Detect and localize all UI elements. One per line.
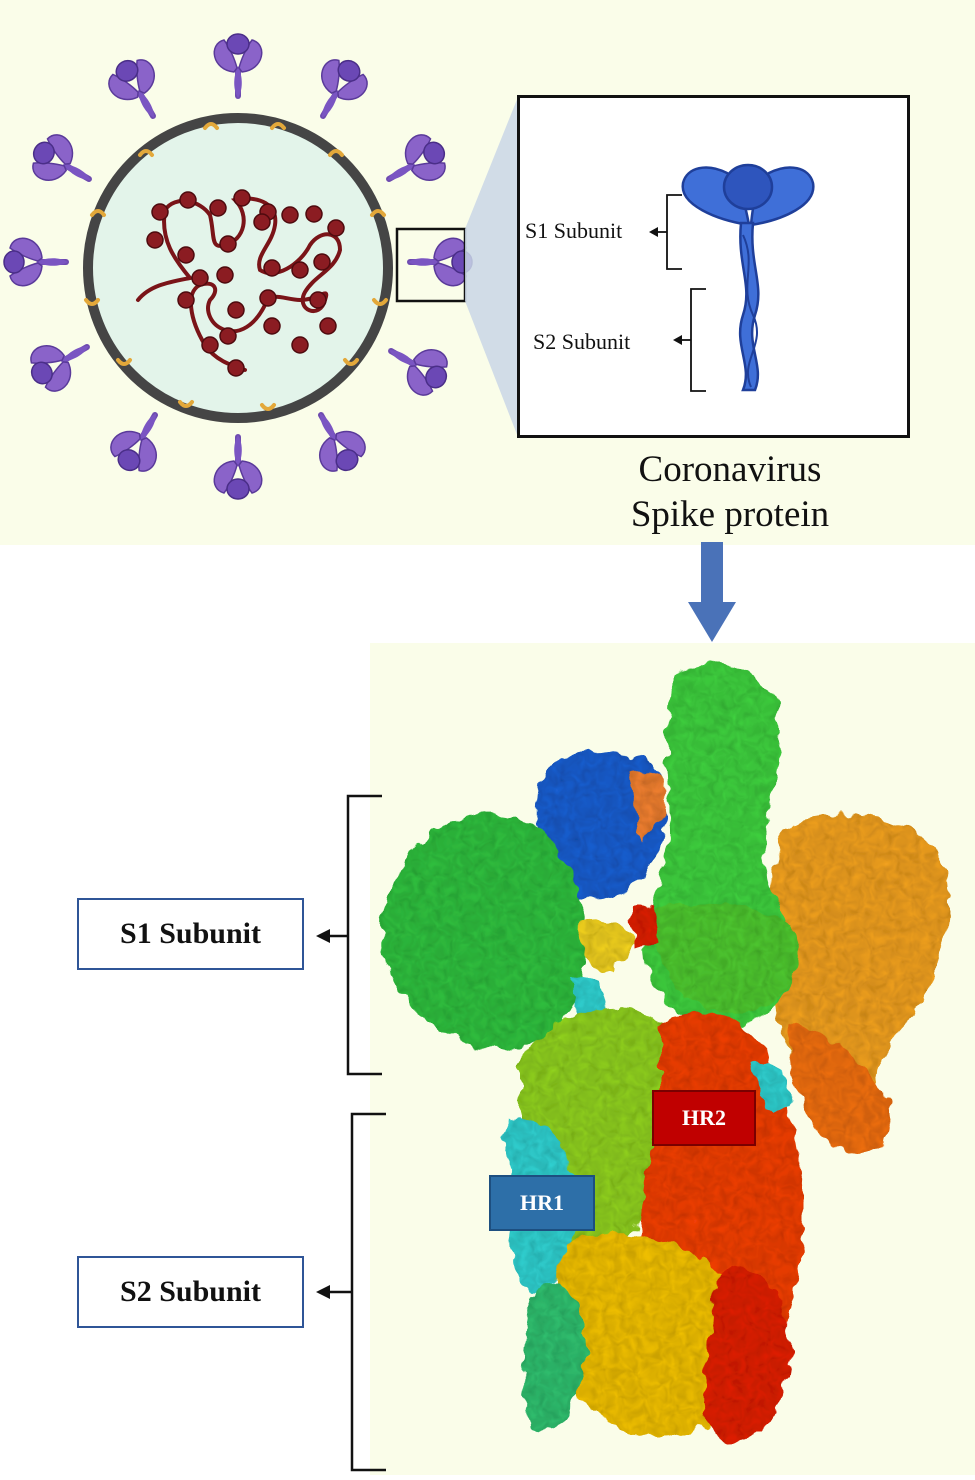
inset-spike-protein [681, 163, 815, 392]
caption-line2: Spike protein [630, 494, 830, 535]
hr2-label: HR2 [652, 1090, 756, 1146]
rna-genome [136, 196, 343, 372]
structure-s1-bracket [346, 794, 382, 1076]
structure-brackets [316, 794, 386, 1472]
spike-surface-structure [381, 663, 949, 1443]
down-arrow [688, 542, 736, 642]
zoom-cone [465, 97, 518, 437]
envelope-proteins [84, 122, 388, 411]
spike-inset [517, 95, 910, 438]
inset-s1-label: S1 Subunit [525, 218, 623, 243]
inset-s2-label: S2 Subunit [533, 329, 631, 354]
caption-line1: Coronavirus [638, 449, 822, 490]
structure-s1-label: S1 Subunit [77, 898, 304, 970]
nucleocapsid-beads [146, 189, 345, 377]
virion-interior [83, 113, 393, 423]
structure-s2-bracket [350, 1112, 386, 1472]
hr1-label: HR1 [489, 1175, 595, 1231]
structure-s2-label: S2 Subunit [77, 1256, 304, 1328]
coronavirus-virion-illustration [0, 0, 518, 545]
